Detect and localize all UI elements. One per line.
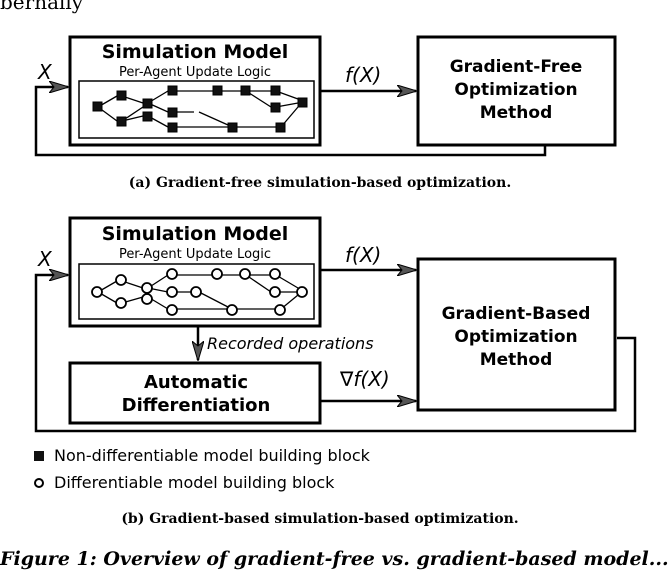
nondiff-node: [116, 116, 127, 127]
nondiff-node: [275, 122, 286, 133]
diff-node: [269, 286, 281, 298]
diff-node: [296, 286, 308, 298]
diff-node: [166, 286, 178, 298]
gradient-label: ∇f(X): [339, 367, 390, 391]
gradient-free-optimizer-box: [416, 35, 617, 147]
nondiff-node: [212, 85, 223, 96]
diff-node: [269, 268, 281, 280]
nondiff-node: [270, 85, 281, 96]
autodiff-line1: Automatic: [144, 372, 248, 393]
sim-subtitle-b: Per-Agent Update Logic: [119, 247, 271, 262]
optimizer-line2-b: Optimization: [454, 327, 577, 347]
panel-a: X Simulation Model Per-Agent Update Logi…: [34, 35, 617, 157]
feedback-loop-b: [34, 275, 637, 433]
diff-node: [239, 268, 251, 280]
legend-diff: Differentiable model building block: [34, 473, 334, 492]
sim-subtitle-a: Per-Agent Update Logic: [119, 65, 271, 80]
legend-diff-label: Differentiable model building block: [54, 473, 335, 492]
open-circle-icon: [34, 477, 44, 488]
diagram-canvas: X Simulation Model Per-Agent Update Logi…: [34, 35, 637, 433]
diff-node: [166, 304, 178, 316]
nondiff-node: [270, 102, 281, 113]
optimizer-line2-a: Optimization: [454, 80, 577, 100]
nondiff-node: [167, 107, 178, 118]
autodiff-box: [68, 361, 322, 425]
nondiff-node: [227, 122, 238, 133]
diff-node: [166, 268, 178, 280]
nondiff-node: [167, 85, 178, 96]
diff-node: [226, 304, 238, 316]
diff-nodes-b: [91, 268, 308, 316]
graph-edges-a: [97, 90, 299, 128]
diff-node: [190, 286, 202, 298]
nondiff-node: [116, 90, 127, 101]
sim-title-a: Simulation Model: [102, 41, 289, 63]
diff-node: [274, 304, 286, 316]
diff-node: [115, 274, 127, 286]
black-square-icon: [34, 450, 44, 461]
output-fx-label-b: f(X): [345, 243, 381, 267]
diff-node: [141, 293, 153, 305]
diff-node: [115, 297, 127, 309]
input-x-label-a: X: [37, 60, 53, 84]
optimizer-line3-b: Method: [480, 350, 553, 370]
caption-a: (a) Gradient-free simulation-based optim…: [128, 175, 512, 191]
panel-b: X Simulation Model Per-Agent Update Logi…: [34, 216, 637, 433]
caption-b: (b) Gradient-based simulation-based opti…: [121, 511, 519, 527]
output-fx-label-a: f(X): [345, 63, 381, 87]
diff-node: [91, 286, 103, 298]
input-x-label-b: X: [37, 247, 53, 271]
nondiff-node: [167, 122, 178, 133]
legend-nondiff-label: Non-differentiable model building block: [54, 446, 370, 465]
autodiff-line2: Differentiation: [122, 395, 271, 416]
nondiff-node: [142, 98, 153, 109]
nondiff-node: [92, 101, 103, 112]
optimizer-line1-a: Gradient-Free: [450, 57, 583, 77]
diff-node: [211, 268, 223, 280]
sim-title-b: Simulation Model: [102, 223, 289, 245]
top-text-fragment: bernally: [0, 0, 84, 14]
diff-node: [141, 282, 153, 294]
optimizer-line3-a: Method: [480, 103, 553, 123]
graph-edges-b: [97, 274, 299, 310]
figure-caption-fragment: Figure 1: Overview of gradient-free vs. …: [0, 548, 669, 570]
nondiff-nodes-a: [92, 85, 308, 133]
feedback-loop-a: [34, 87, 547, 157]
recorded-ops-label: Recorded operations: [207, 334, 374, 353]
gradient-based-optimizer-box: [416, 257, 617, 412]
legend-nondiff: Non-differentiable model building block: [34, 446, 370, 465]
nondiff-node: [142, 111, 153, 122]
optimizer-line1-b: Gradient-Based: [442, 304, 591, 324]
nondiff-node: [240, 85, 251, 96]
nondiff-node: [297, 97, 308, 108]
